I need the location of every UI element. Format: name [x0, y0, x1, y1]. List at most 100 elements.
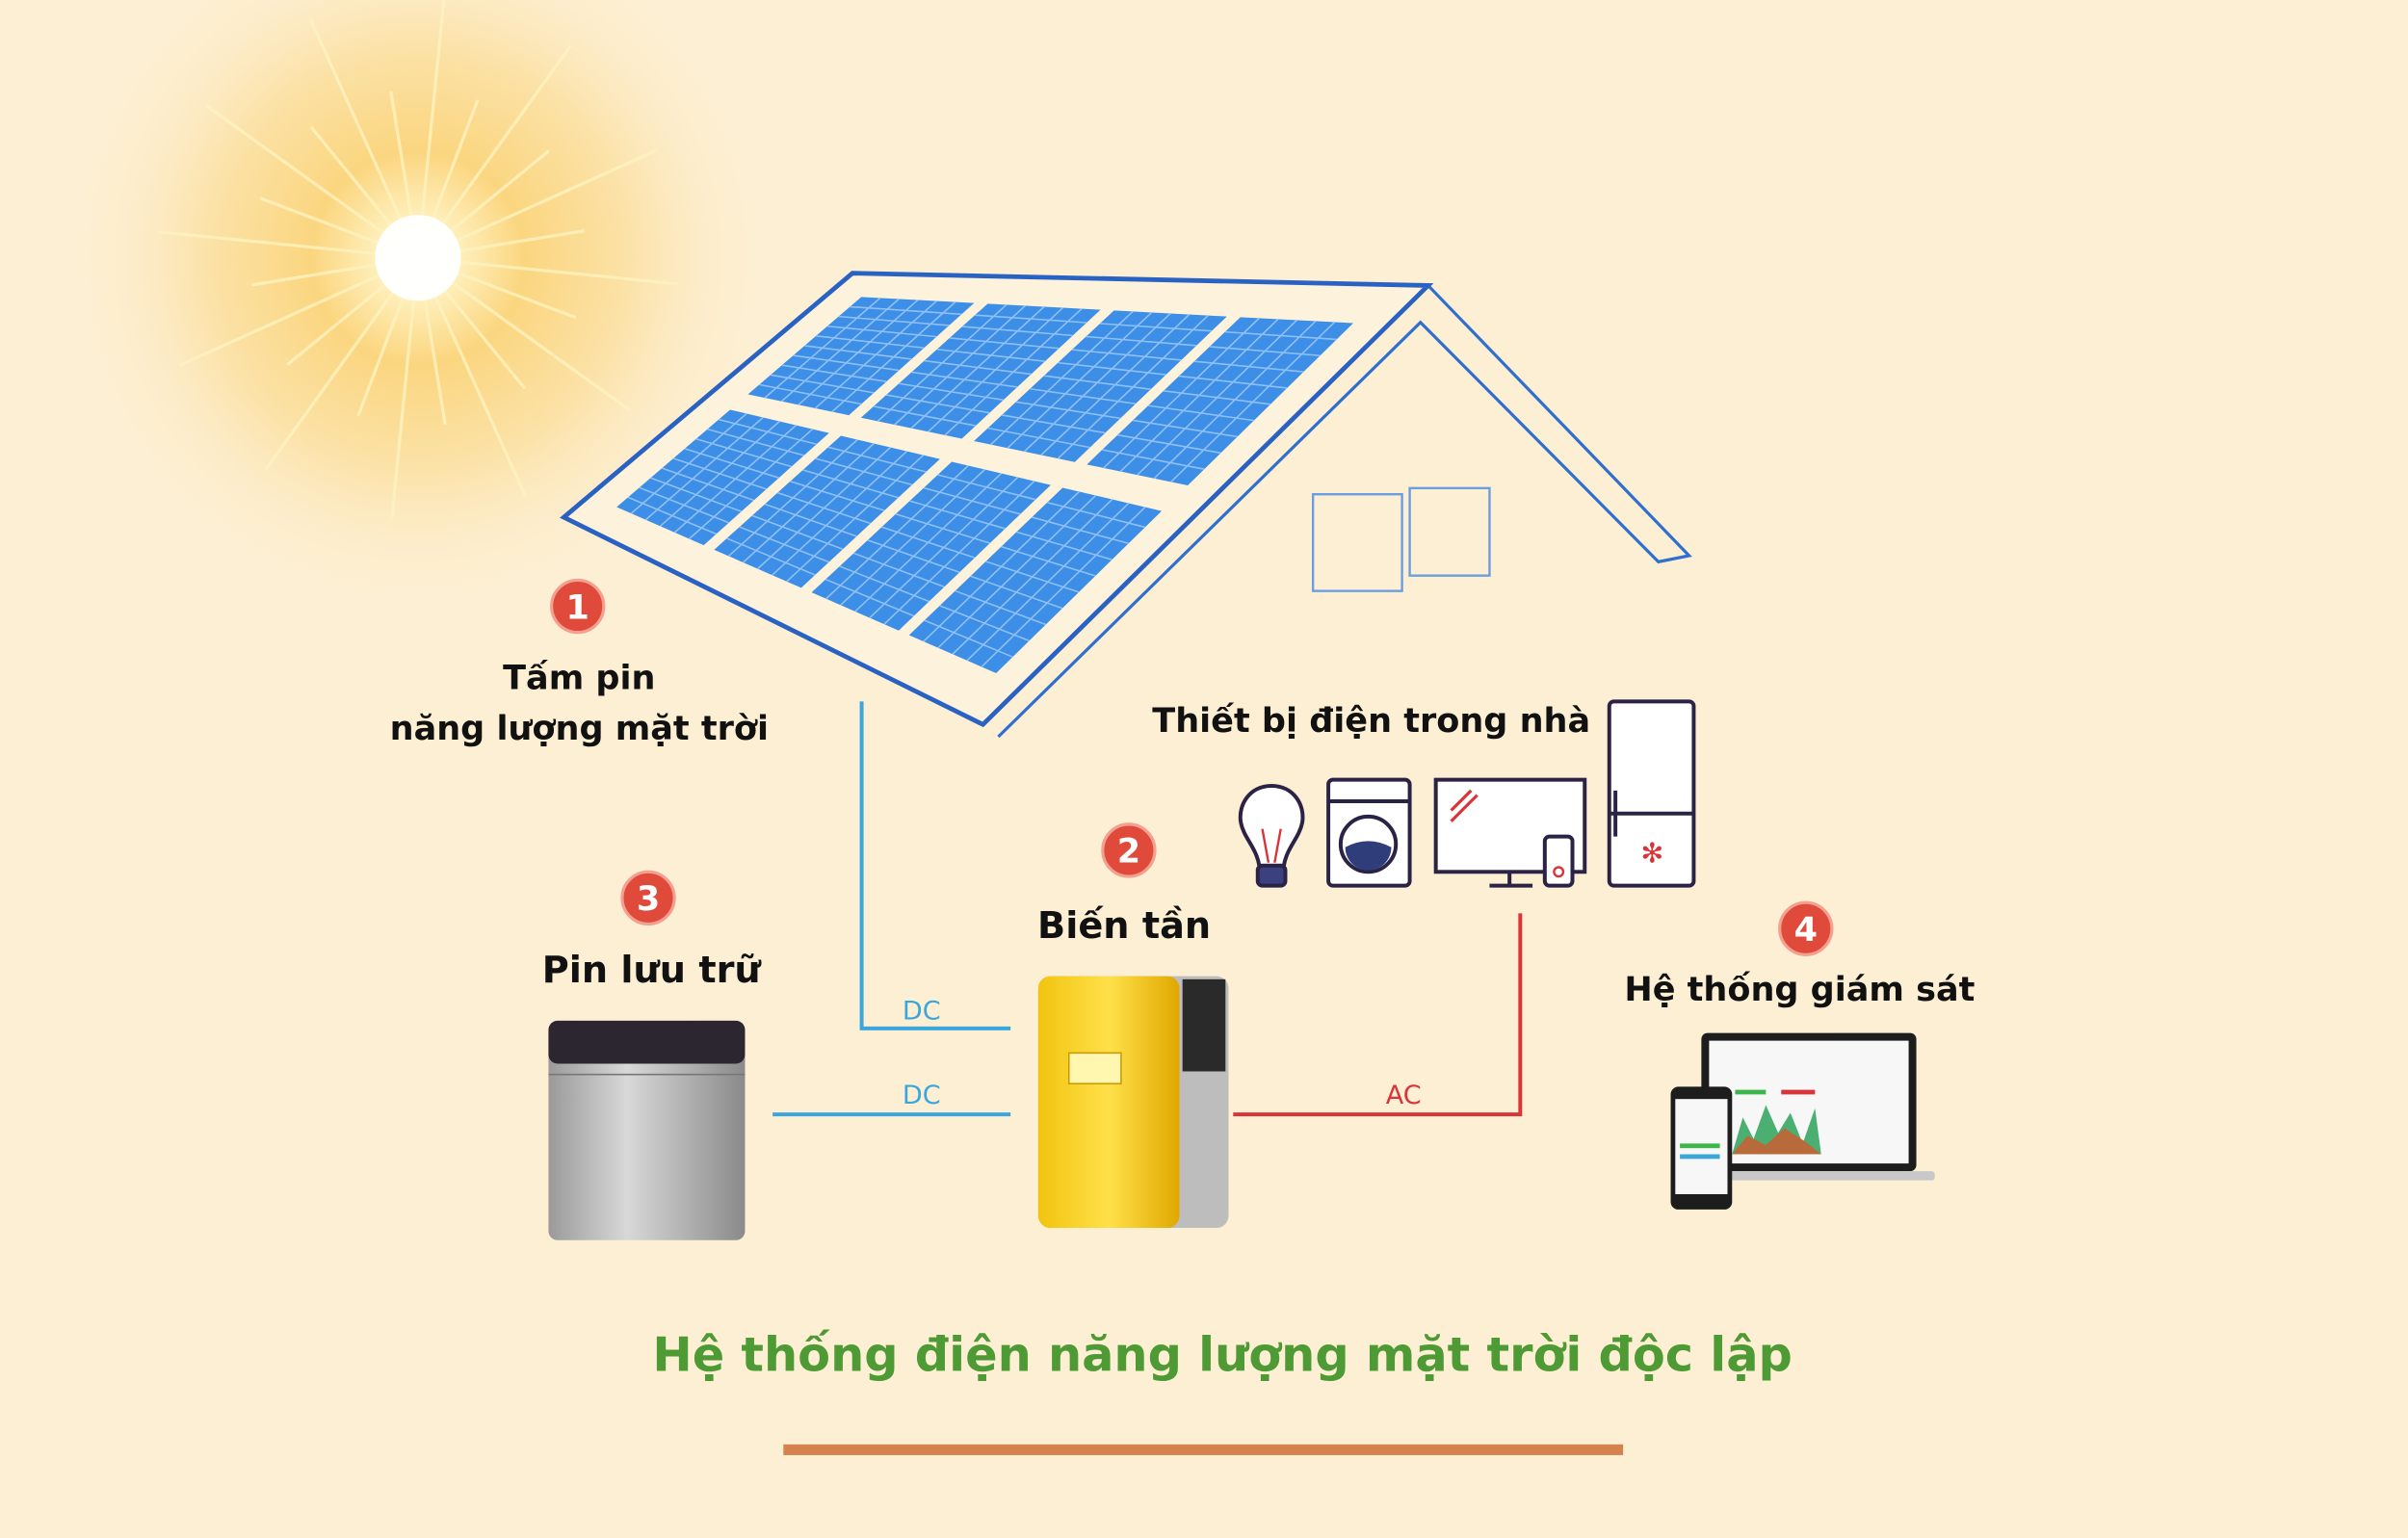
- solar-panel: [860, 303, 1101, 439]
- panel-cell-line: [1209, 346, 1321, 357]
- sun-ray: [390, 257, 420, 518]
- panel-cell-line: [911, 371, 1018, 388]
- panel-cell-line: [1178, 375, 1288, 389]
- panel-cell-line: [739, 526, 829, 563]
- panel-cell-line: [759, 383, 862, 405]
- svg-text:2: 2: [1117, 832, 1140, 872]
- sun-ray: [417, 256, 678, 286]
- title-underline: [783, 1444, 1624, 1455]
- panel-cell-line: [1148, 404, 1254, 422]
- panel-cell-line: [707, 428, 804, 456]
- house-outline: [997, 284, 1692, 739]
- refrigerator-icon: ✻: [1607, 699, 1696, 888]
- panel-cell-line: [1016, 531, 1112, 560]
- ac-wire: [1233, 913, 1523, 1117]
- panel-cell-line: [1102, 449, 1205, 470]
- panel-cell-line: [793, 354, 900, 372]
- sun-ray: [264, 256, 420, 471]
- panel-cell-line: [824, 578, 915, 617]
- panel-cell-line: [815, 457, 913, 486]
- panel-cell-line: [751, 514, 844, 551]
- panel-cell-line: [975, 314, 1087, 324]
- panel-cell-line: [1086, 335, 1197, 347]
- panel-cell-line: [790, 481, 885, 511]
- panel-cell-line: [684, 448, 779, 479]
- panel-cell-line: [936, 348, 1046, 362]
- solar-panel: [811, 461, 1051, 631]
- panel-cell-line: [839, 565, 929, 603]
- panel-cell-line: [802, 469, 899, 499]
- panel-cell-line: [776, 491, 872, 525]
- sun-icon: [65, 0, 772, 612]
- panel-cell-line: [827, 446, 927, 473]
- panel-cell-line: [924, 619, 1013, 658]
- panel-cell-line: [1001, 545, 1096, 577]
- panel-cell-line: [899, 382, 1004, 402]
- panel-label-line2: năng lượng mặt trời: [390, 709, 769, 748]
- battery-label: Pin lưu trữ: [542, 949, 763, 992]
- monitoring-devices-icon: [1670, 1032, 1935, 1210]
- solar-panel: [1086, 317, 1353, 486]
- appliances-label: Thiết bị điện trong nhà: [1152, 701, 1590, 741]
- sun-ray: [309, 19, 420, 259]
- svg-text:1: 1: [566, 587, 589, 627]
- panel-cell-line: [949, 337, 1060, 350]
- sun-ray: [416, 44, 572, 259]
- sun-ray: [158, 230, 419, 260]
- panel-cell-line: [1133, 419, 1238, 438]
- panel-cell-line: [695, 438, 792, 468]
- panel-cell-line: [781, 364, 887, 383]
- panel-cell-line: [1043, 375, 1151, 390]
- panel-cell-line: [718, 418, 817, 446]
- panel-cell-line: [881, 526, 976, 559]
- badge-1: 1: [550, 578, 606, 635]
- panel-cell-line: [923, 486, 1021, 515]
- panel-cell-line: [1002, 414, 1106, 434]
- panel-cell-line: [939, 605, 1030, 642]
- sun-ray: [416, 0, 446, 258]
- page-title: Hệ thống điện năng lượng mặt trời độc lậ…: [652, 1326, 1793, 1382]
- panel-cell-line: [672, 457, 767, 490]
- appliances-icons: ✻: [1238, 699, 1696, 888]
- svg-text:4: 4: [1794, 910, 1818, 950]
- dc-wire-panel: [859, 701, 1011, 1030]
- panel-cell-line: [1058, 361, 1166, 376]
- panel-cell-line: [1030, 387, 1137, 405]
- panel-cell-line: [987, 427, 1090, 449]
- panel-cell-line: [873, 405, 977, 427]
- sun-ray: [417, 256, 631, 412]
- panel-cell-line: [816, 335, 925, 350]
- panel-cell-line: [838, 315, 950, 326]
- panel-cell-line: [1047, 501, 1146, 529]
- panel-cell-line: [1015, 401, 1121, 420]
- panel-cell-line: [1071, 349, 1182, 361]
- panel-cell-line: [1193, 360, 1304, 373]
- panel-cell-line: [662, 467, 754, 502]
- panel-cell-line: [1032, 516, 1129, 545]
- panel-cell-line: [1099, 323, 1213, 332]
- panel-cell-line: [867, 539, 960, 574]
- svg-text:✻: ✻: [1640, 839, 1663, 870]
- panel-cell-line: [885, 394, 990, 414]
- solar-panels: [616, 297, 1353, 674]
- panel-cell-line: [826, 325, 937, 338]
- sun-ray: [417, 148, 657, 260]
- solar-panel: [974, 310, 1227, 462]
- panel-cell-line: [726, 537, 816, 576]
- tv-icon: [1433, 777, 1587, 888]
- panel-cell-line: [1224, 330, 1337, 341]
- panel-cell-line: [1163, 390, 1271, 405]
- panel-cell-line: [804, 345, 912, 360]
- dc-label-battery: DC: [903, 1081, 941, 1110]
- battery-icon: [548, 1020, 746, 1240]
- panel-cell-line: [627, 496, 717, 535]
- svg-text:3: 3: [637, 879, 660, 919]
- sun-ray: [205, 104, 419, 260]
- sun-ray: [179, 256, 419, 367]
- panel-label-line1: Tấm pin: [503, 659, 655, 698]
- solar-panel: [908, 487, 1163, 674]
- solar-panel: [747, 297, 975, 416]
- panel-cell-line: [909, 500, 1006, 530]
- panel-cell-line: [895, 512, 990, 544]
